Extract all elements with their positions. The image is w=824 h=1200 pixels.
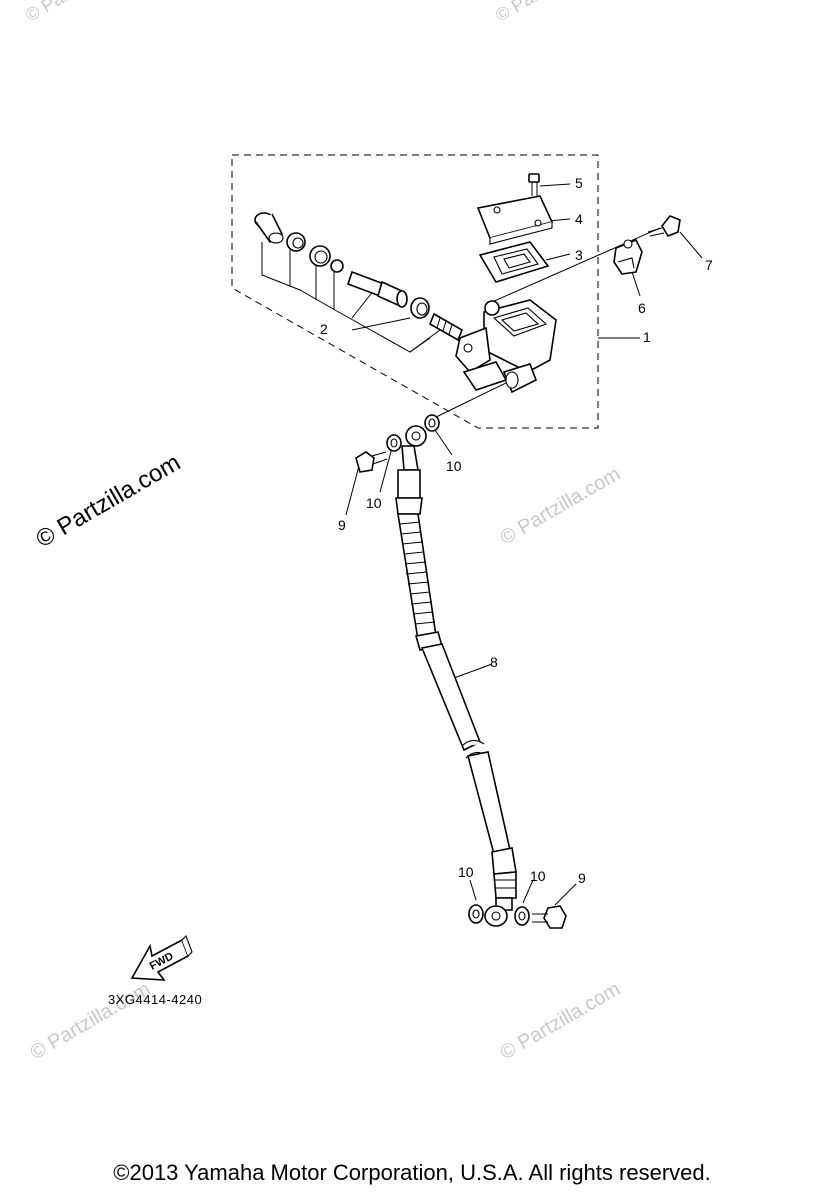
fwd-arrow: FWD (130, 935, 193, 981)
callout-9-upper: 9 (338, 517, 346, 533)
callout-8: 8 (490, 654, 498, 670)
part-1-master-cylinder (455, 299, 557, 394)
bolt-9-upper (355, 451, 375, 473)
watermark-top-center: © Partzilla.com (492, 0, 607, 25)
part-2-piston-kit (254, 212, 464, 342)
faint-watermarks: © Partzilla.com © Partzilla.com © Partzi… (22, 0, 624, 1064)
callout-10-lower-right: 10 (530, 868, 546, 884)
part-3-diaphragm (478, 241, 550, 283)
watermark-top-left: © Partzilla.com (22, 0, 137, 25)
watermark-mid-right: © Partzilla.com (497, 463, 625, 549)
watermark-bottom-left: © Partzilla.com (27, 978, 155, 1064)
upper-banjo-hardware (355, 414, 440, 473)
callout-10-upper-right: 10 (446, 458, 462, 474)
callout-labels: 1 2 3 4 5 6 7 8 9 9 10 10 10 10 (320, 175, 713, 886)
callout-5: 5 (575, 175, 583, 191)
callout-3: 3 (575, 247, 583, 263)
callout-9-lower: 9 (578, 870, 586, 886)
callout-4: 4 (575, 211, 583, 227)
callout-6: 6 (638, 300, 646, 316)
copyright-notice: ©2013 Yamaha Motor Corporation, U.S.A. A… (113, 1160, 711, 1185)
diagram-part-number: 3XG4414-4240 (108, 992, 202, 1007)
callout-10-upper-left: 10 (366, 495, 382, 511)
part-8-brake-hose (395, 425, 517, 927)
callout-2: 2 (320, 321, 328, 337)
assembly-boundary (231, 154, 599, 429)
lower-banjo-hardware (468, 904, 567, 929)
callout-1: 1 (643, 329, 651, 345)
part-7-bolt (647, 215, 681, 237)
callout-7: 7 (705, 257, 713, 273)
part-5-screw (528, 173, 540, 196)
leader-lines (261, 183, 703, 906)
watermark-bottom-right: © Partzilla.com (497, 978, 625, 1064)
watermark-main: © Partzilla.com (32, 449, 186, 553)
part-4-reservoir-cap (476, 195, 554, 245)
bolt-9-lower (543, 905, 567, 929)
part-6-holder (613, 238, 643, 275)
callout-10-lower-left: 10 (458, 864, 474, 880)
